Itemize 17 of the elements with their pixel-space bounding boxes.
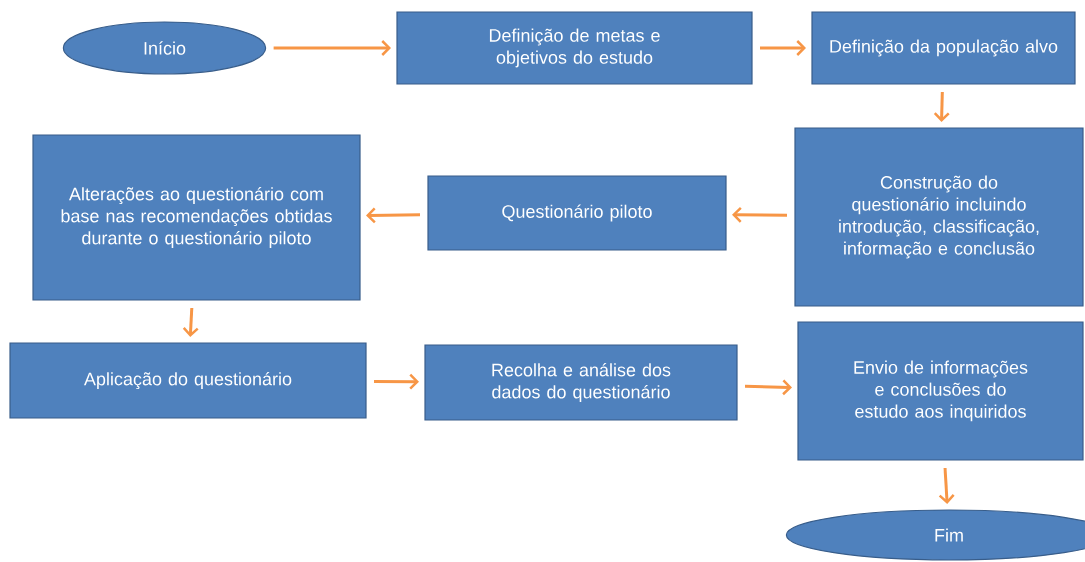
- arrow: [744, 379, 792, 396]
- arrow: [732, 206, 787, 223]
- process-box: Questionário piloto: [427, 175, 727, 251]
- arrow: [760, 40, 806, 56]
- arrow: [366, 207, 421, 224]
- arrow: [374, 373, 419, 390]
- arrow: [182, 307, 199, 337]
- arrow: [933, 91, 950, 122]
- process-box: Envio de informações e conclusões do estudo aos inquiridos: [797, 321, 1084, 461]
- arrow: [938, 467, 955, 504]
- process-box: Definição da população alvo: [811, 11, 1076, 85]
- process-box: Aplicação do questionário: [9, 342, 367, 419]
- process-box: Definição de metas e objetivos do estudo: [396, 11, 753, 85]
- process-box: Recolha e análise dos dados do questionário: [424, 344, 738, 421]
- arrow: [273, 40, 391, 56]
- process-box: Construção do questionário incluindo introdução, classificação, informação e conclusão: [794, 127, 1084, 307]
- process-box: Alterações ao questionário com base nas recomendações obtidas durante o questionário piloto: [32, 134, 361, 301]
